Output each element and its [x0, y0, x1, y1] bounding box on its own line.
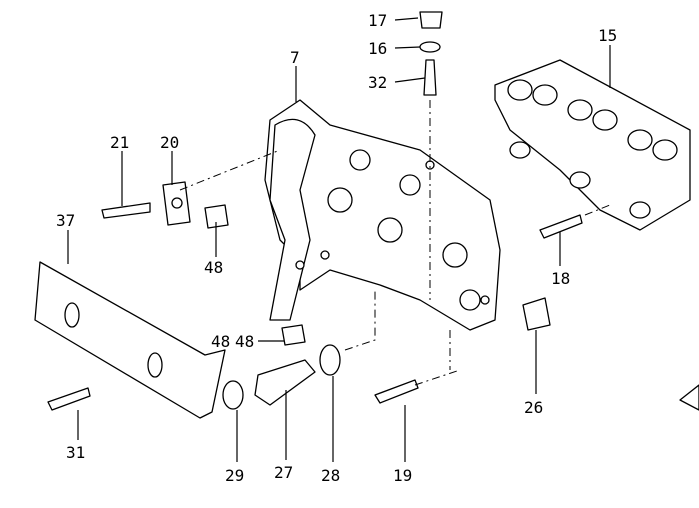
assembly-lines — [179, 100, 611, 386]
callout-31: 31 — [66, 443, 85, 462]
callout-17: 17 — [368, 11, 387, 30]
callout-32: 32 — [368, 73, 387, 92]
cylinder-head-cover — [264, 99, 501, 331]
callout-19: 19 — [393, 466, 412, 485]
callout-26: 26 — [524, 398, 543, 417]
callout-27: 27 — [274, 463, 293, 482]
callout-18: 18 — [551, 269, 570, 288]
callout-48: 48 — [235, 332, 254, 351]
callout-15: 15 — [598, 26, 617, 45]
intake-manifold — [494, 59, 691, 231]
callout-48: 48 — [204, 258, 223, 277]
leader-lines — [67, 17, 611, 462]
callout-29: 29 — [225, 466, 244, 485]
callout-48: 48 — [211, 332, 230, 351]
baffle-plate — [34, 261, 226, 419]
small-parts — [47, 11, 699, 411]
callout-20: 20 — [160, 133, 179, 152]
callout-37: 37 — [56, 211, 75, 230]
baffle-hole — [147, 352, 163, 378]
callout-28: 28 — [321, 466, 340, 485]
baffle-hole — [64, 302, 80, 328]
callout-21: 21 — [110, 133, 129, 152]
callout-16: 16 — [368, 39, 387, 58]
callout-7: 7 — [290, 48, 300, 67]
